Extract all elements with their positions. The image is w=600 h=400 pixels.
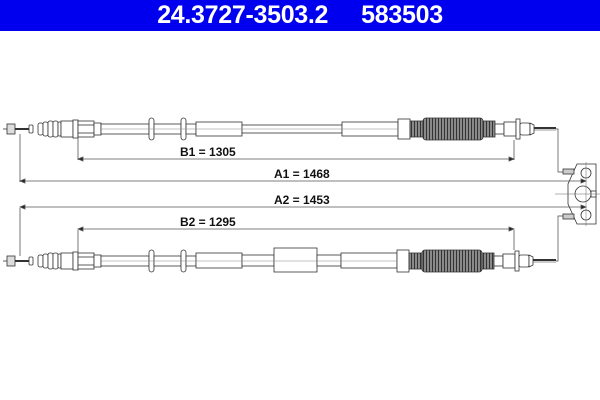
- lower-cable: [3, 247, 556, 273]
- part-number: 24.3727-3503.2: [157, 1, 329, 29]
- upper-cable: [3, 117, 556, 141]
- threaded-end-fitting-icon: [3, 123, 34, 135]
- equalizer-bracket-icon: [555, 162, 600, 226]
- dimension-label-a1: A1 = 1468: [274, 167, 330, 181]
- ribbed-sleeve-icon: [408, 249, 495, 273]
- dimension-lines: [18, 134, 588, 256]
- reference-number: 583503: [361, 1, 443, 29]
- dimension-label-b2: B2 = 1295: [180, 215, 236, 229]
- title-bar: 24.3727-3503.2 583503: [0, 0, 600, 31]
- dimension-label-a2: A2 = 1453: [274, 193, 330, 207]
- threaded-end-fitting-icon: [3, 255, 34, 267]
- bellows-boot-icon: [37, 120, 62, 138]
- dimension-label-b1: B1 = 1305: [180, 145, 236, 159]
- ribbed-sleeve-icon: [409, 117, 496, 141]
- bellows-boot-icon: [37, 252, 62, 270]
